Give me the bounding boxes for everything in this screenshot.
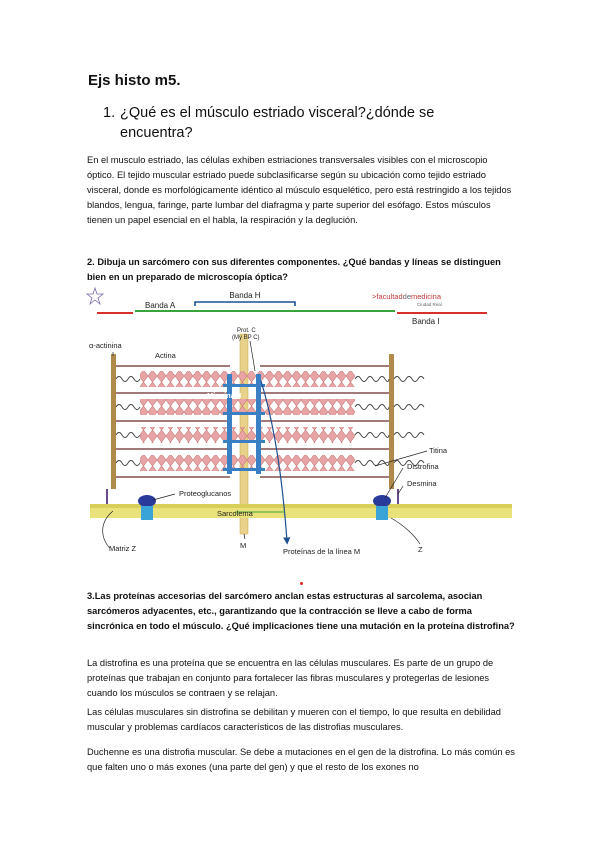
m-label: M	[240, 541, 246, 550]
sarcolema-label: Sarcolema	[217, 509, 254, 518]
actina-label: Actina	[155, 351, 177, 360]
question-1-text: ¿Qué es el músculo estriado visceral?¿dó…	[120, 105, 435, 141]
desmina-label: Desmina	[407, 479, 437, 488]
leader-m	[243, 533, 246, 540]
leader-proteoglucanos	[152, 493, 176, 501]
leader-prot-c	[249, 340, 256, 372]
miosina-label: Miosina II	[207, 391, 241, 400]
leader-titina	[374, 450, 428, 467]
facultad-medicina-logo: >facultaddemedicina Ciudad Real	[372, 292, 442, 307]
red-dot-mark	[300, 582, 303, 585]
logo-facultad: >facultad	[372, 292, 403, 301]
answer-1-paragraph: En el musculo estriado, las células exhi…	[87, 155, 512, 225]
proteoglucanos-label: Proteoglucanos	[179, 489, 231, 498]
answer-3-paragraph-1: La distrofina es una proteína que se enc…	[87, 658, 494, 698]
logo-de: de	[403, 292, 411, 301]
star-icon	[85, 286, 105, 306]
logo-medicina: medicina	[411, 292, 442, 301]
prot-c-label-line2: (My BP C)	[232, 335, 260, 341]
dystrophin-complex-right	[373, 495, 391, 520]
matriz-z-label: Matriz Z	[109, 544, 137, 553]
dystrophin-complex-left	[138, 495, 156, 520]
myosin-filaments	[140, 371, 355, 471]
z-label: Z	[418, 545, 423, 554]
distrofina-label: Distrofina	[407, 462, 440, 471]
leader-desmina	[397, 485, 404, 495]
prot-c-label-line1: Prot. C	[237, 328, 256, 334]
z-disc-left	[111, 354, 116, 489]
titina-label: Titina	[429, 446, 448, 455]
answer-3-paragraph-2: Las células musculares sin distrofina se…	[87, 707, 501, 732]
z-disc-right	[389, 354, 394, 489]
band-h-bracket	[194, 301, 296, 306]
svg-text:>facultaddemedicina: >facultaddemedicina	[372, 292, 442, 301]
question-3: 3.Las proteínas accesorias del sarcómero…	[87, 591, 515, 631]
titin-springs	[115, 376, 425, 466]
question-1: 1. ¿Qué es el músculo estriado visceral?…	[103, 103, 503, 143]
answer-3-paragraph-3: Duchenne es una distrofia muscular. Se d…	[87, 747, 515, 772]
band-i-label: Banda I	[412, 317, 440, 326]
sarcolemma-membrane	[90, 508, 512, 518]
leader-proteinas-m	[260, 380, 291, 545]
actin-filaments	[116, 365, 389, 478]
question-2: 2. Dibuja un sarcómero con sus diferente…	[87, 257, 501, 282]
question-1-number: 1.	[103, 105, 116, 121]
leader-z	[390, 517, 421, 545]
sarcolemma-inner	[90, 504, 512, 508]
document-title: Ejs histo m5.	[88, 72, 181, 89]
leader-distrofina	[384, 467, 404, 499]
proteinas-m-label: Proteínas de la línea M	[283, 547, 360, 556]
leader-matriz-z	[102, 510, 114, 549]
m-line-proteins	[223, 374, 265, 474]
band-h-label: Banda H	[229, 291, 260, 300]
alpha-actinina-label: α-actinina	[89, 341, 123, 350]
sarcomere-diagram: Banda H Banda A Banda I >facultaddemedic…	[85, 286, 512, 556]
band-a-label: Banda A	[145, 301, 176, 310]
logo-ciudad-real: Ciudad Real	[417, 302, 442, 307]
